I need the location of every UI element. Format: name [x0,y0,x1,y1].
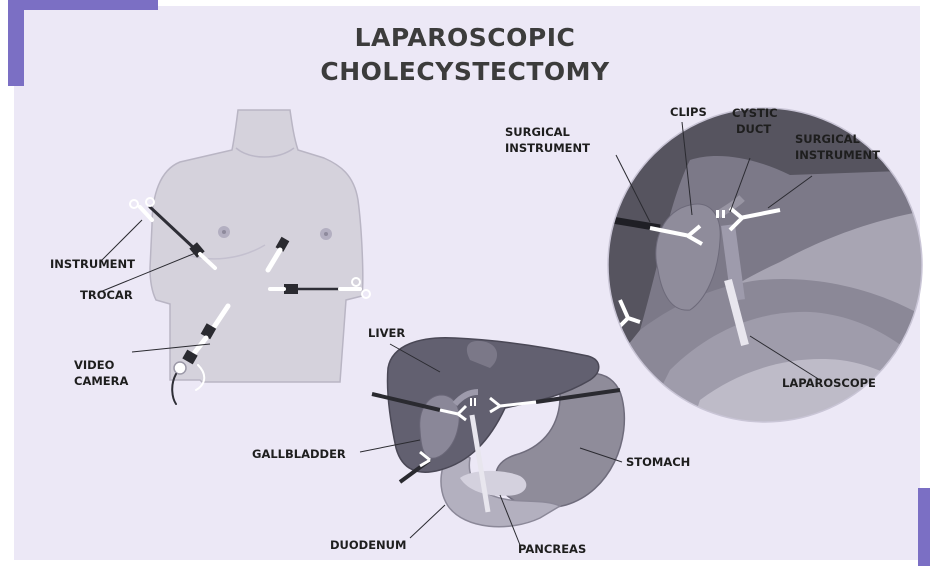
label-laparoscope: LAPAROSCOPE [782,376,876,391]
label-gallbladder: GALLBLADDER [252,447,346,462]
label-instrument: INSTRUMENT [50,257,135,272]
label-pancreas: PANCREAS [518,542,586,557]
label-clips: CLIPS [670,105,707,120]
title-line-2: CHOLECYSTECTOMY [0,57,930,86]
label-surgical-right-2: INSTRUMENT [795,148,880,163]
label-trocar: TROCAR [80,288,133,303]
label-surgical-left-2: INSTRUMENT [505,141,590,156]
accent-bar-top [8,0,158,10]
label-video: VIDEO [74,358,114,373]
label-duodenum: DUODENUM [330,538,406,553]
accent-bar-right [918,488,930,566]
label-camera: CAMERA [74,374,128,389]
title-line-1: LAPAROSCOPIC [0,23,930,52]
label-duct: DUCT [736,122,771,137]
label-liver: LIVER [368,326,405,341]
label-cystic: CYSTIC [732,106,778,121]
label-stomach: STOMACH [626,455,690,470]
label-surgical-left-1: SURGICAL [505,125,570,140]
label-surgical-right-1: SURGICAL [795,132,860,147]
